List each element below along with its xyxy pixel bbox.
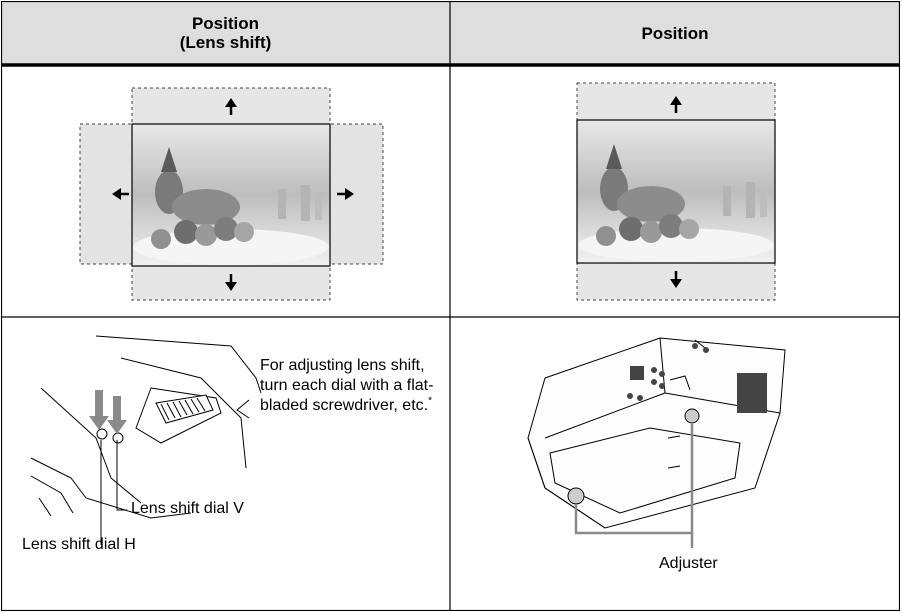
label-dial-v: Lens shift dial V (131, 500, 244, 517)
fruit-photo (576, 119, 776, 264)
label-adjuster: Adjuster (659, 555, 718, 572)
header-position-label: Position (641, 23, 709, 43)
adjuster-rear (684, 408, 700, 424)
header-lens-shift-line1: Position (191, 14, 260, 33)
dial-v (112, 432, 124, 444)
header-lens-shift-line2: (Lens shift) (179, 33, 272, 52)
arrow-down-icon (107, 396, 127, 434)
arrow-down-icon (225, 274, 237, 291)
arrow-up-icon (670, 96, 682, 113)
header-lens-shift: Position (Lens shift) (1, 1, 450, 65)
arrow-up-icon (225, 98, 237, 115)
arrow-down-icon (670, 271, 682, 288)
adjuster-front (567, 487, 585, 505)
fruit-photo (131, 123, 331, 267)
dial-h (96, 428, 108, 440)
label-dial-h: Lens shift dial H (22, 536, 136, 553)
arrow-left-icon (112, 188, 129, 200)
adjust-note-text: For adjusting lens shift, turn each dial… (260, 357, 434, 414)
footnote-mark: * (428, 395, 432, 407)
lens-shift-illustration (79, 87, 384, 301)
adjust-note: For adjusting lens shift, turn each dial… (260, 356, 435, 416)
dial-grille (155, 394, 214, 424)
adjuster-callout (574, 424, 694, 535)
position-illustration (576, 82, 776, 301)
lens-shift-dial-drawing (30, 335, 262, 545)
projector-drawing (527, 337, 786, 548)
port-panel (627, 343, 709, 401)
arrow-down-icon (89, 390, 109, 430)
header-position: Position (450, 1, 900, 65)
arrow-right-icon (337, 188, 354, 200)
